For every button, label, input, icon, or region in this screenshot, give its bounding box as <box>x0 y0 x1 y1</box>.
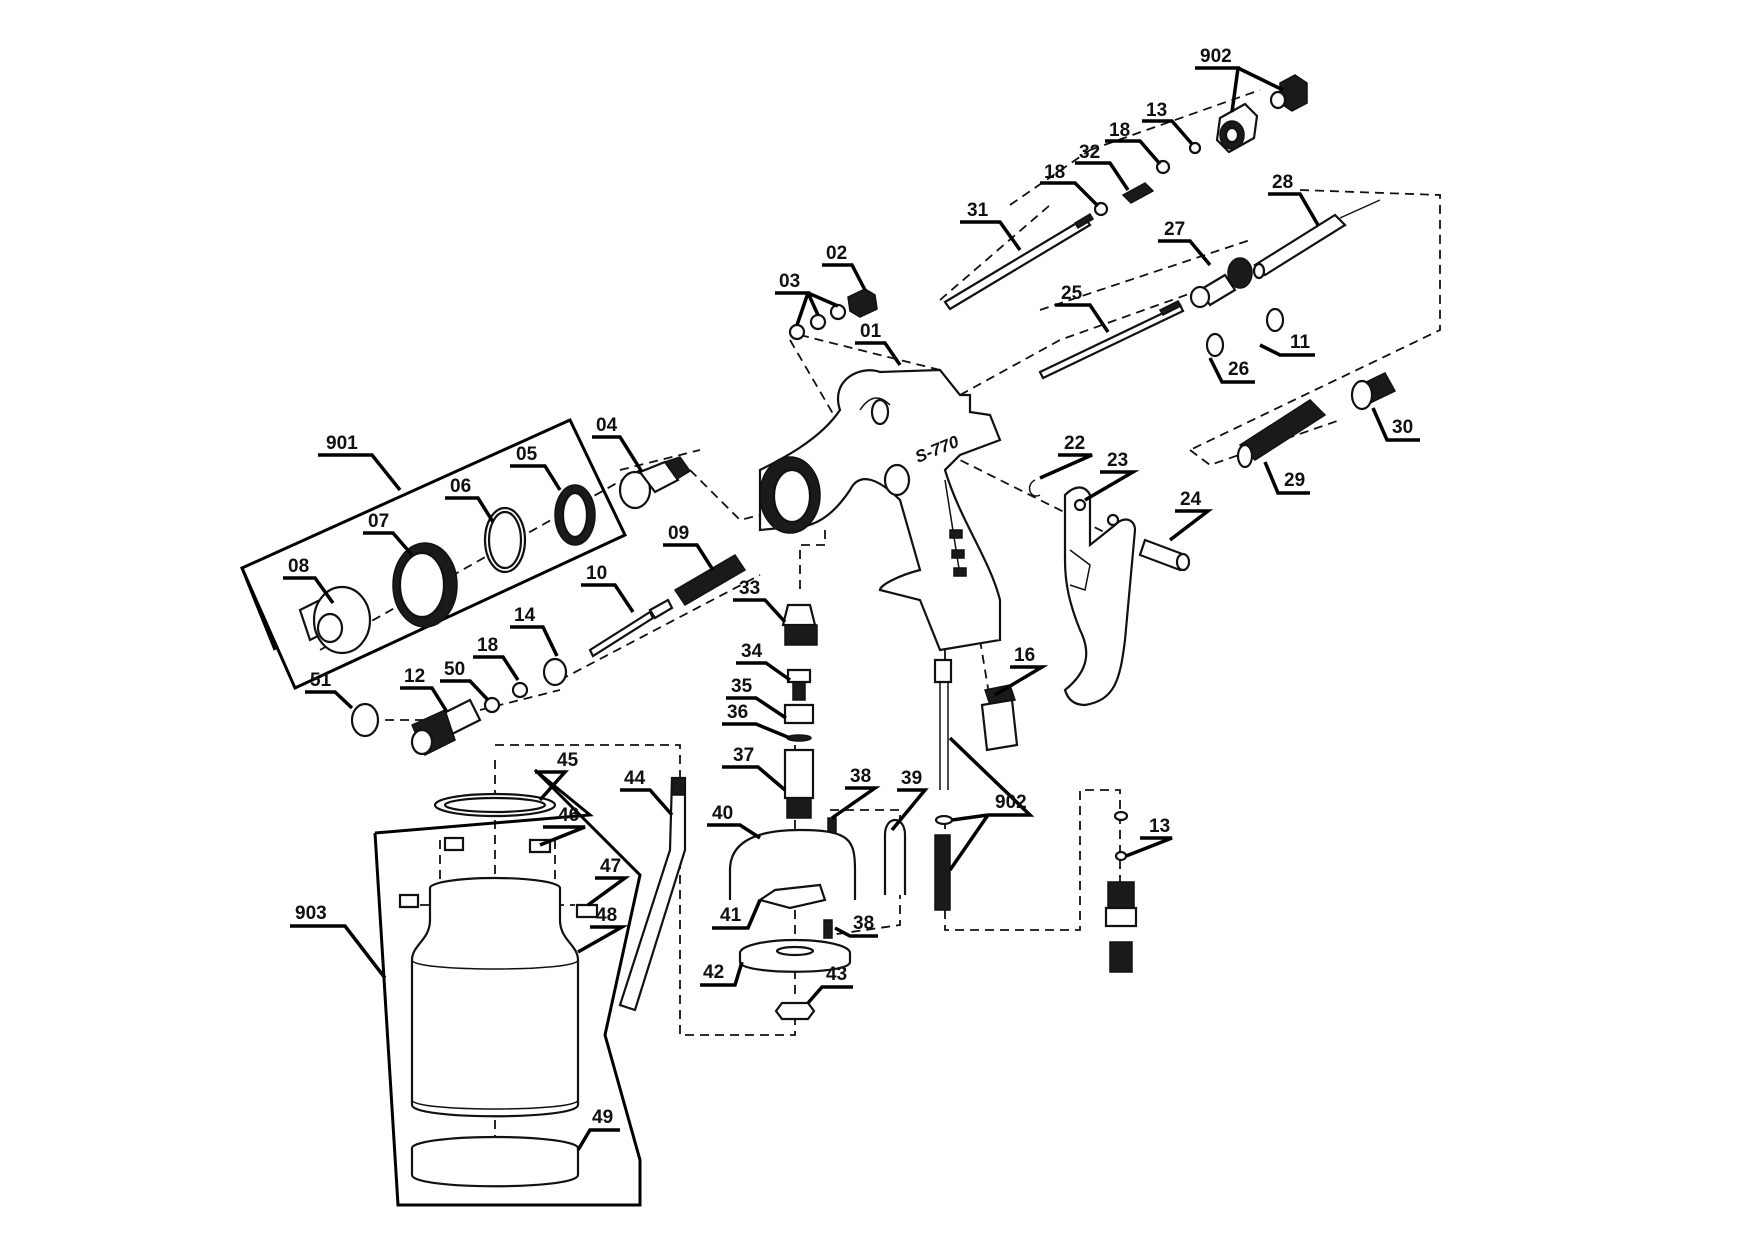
air-valve-parts <box>350 657 568 757</box>
callout-49: 49 <box>592 1107 613 1128</box>
callout-34: 34 <box>741 641 763 662</box>
callout-08: 08 <box>288 556 309 577</box>
gun-body: S-770 <box>758 368 1002 652</box>
callout-32: 32 <box>1079 142 1100 163</box>
callout-903: 903 <box>295 903 327 924</box>
callout-43: 43 <box>826 964 847 985</box>
callout-07: 07 <box>368 511 389 532</box>
callout-901: 901 <box>326 433 358 454</box>
callout-18-top-right: 18 <box>1109 120 1130 141</box>
cup-lid-parts <box>728 817 907 1021</box>
cup-assembly <box>373 768 642 1207</box>
callout-01: 01 <box>860 321 882 342</box>
callout-50: 50 <box>444 659 465 680</box>
callout-03: 03 <box>779 271 800 292</box>
callout-35: 35 <box>731 676 753 697</box>
callout-51: 51 <box>310 670 332 691</box>
callout-02: 02 <box>826 243 847 264</box>
callout-33: 33 <box>739 578 760 599</box>
callout-47: 47 <box>600 856 621 877</box>
callout-29: 29 <box>1284 470 1305 491</box>
callout-24: 24 <box>1180 489 1202 510</box>
callout-11: 11 <box>1290 332 1311 353</box>
callout-25: 25 <box>1061 283 1083 304</box>
callout-42: 42 <box>703 962 724 983</box>
fluid-nozzle <box>618 456 692 510</box>
callout-41: 41 <box>720 905 742 926</box>
callout-44: 44 <box>624 768 646 789</box>
pickup-tube <box>618 776 687 1012</box>
callout-18-top-left: 18 <box>1044 162 1065 183</box>
callout-38-bottom: 38 <box>853 913 874 934</box>
callout-40: 40 <box>712 803 733 824</box>
callout-48: 48 <box>596 905 617 926</box>
callout-45: 45 <box>557 750 579 771</box>
callout-28: 28 <box>1272 172 1293 193</box>
callout-39: 39 <box>901 768 922 789</box>
fluid-inlet-stack <box>781 603 818 819</box>
callout-13-bottom: 13 <box>1149 816 1170 837</box>
trigger <box>1063 486 1137 707</box>
air-cap-kit <box>240 418 628 691</box>
needle-and-spring <box>588 553 747 658</box>
callout-18-mid: 18 <box>477 635 498 656</box>
callout-36: 36 <box>727 702 748 723</box>
callout-14: 14 <box>514 605 536 626</box>
callout-06: 06 <box>450 476 471 497</box>
callout-30: 30 <box>1392 417 1413 438</box>
callout-26: 26 <box>1228 359 1249 380</box>
air-inlet-fitting <box>980 684 1019 752</box>
callout-13-top: 13 <box>1146 100 1167 121</box>
callout-09: 09 <box>668 523 689 544</box>
callout-37: 37 <box>733 745 754 766</box>
top-right-parts <box>943 74 1397 572</box>
callout-16: 16 <box>1014 645 1035 666</box>
callout-902-bottom: 902 <box>995 792 1027 813</box>
callout-22: 22 <box>1064 433 1085 454</box>
callout-05: 05 <box>516 444 538 465</box>
callout-04: 04 <box>596 415 618 436</box>
callout-27: 27 <box>1164 219 1185 240</box>
callout-31: 31 <box>967 200 989 221</box>
bottom-right-fittings <box>1104 810 1138 973</box>
callout-10: 10 <box>586 563 607 584</box>
callout-46: 46 <box>558 805 579 826</box>
callout-23: 23 <box>1107 450 1128 471</box>
callouts: 902 13 18 32 18 31 28 27 25 11 26 02 <box>283 46 1420 1151</box>
callout-12: 12 <box>404 666 425 687</box>
callout-38-top: 38 <box>850 766 871 787</box>
callout-902-top: 902 <box>1200 46 1232 67</box>
needle-valve-kit-bottom <box>933 658 954 911</box>
